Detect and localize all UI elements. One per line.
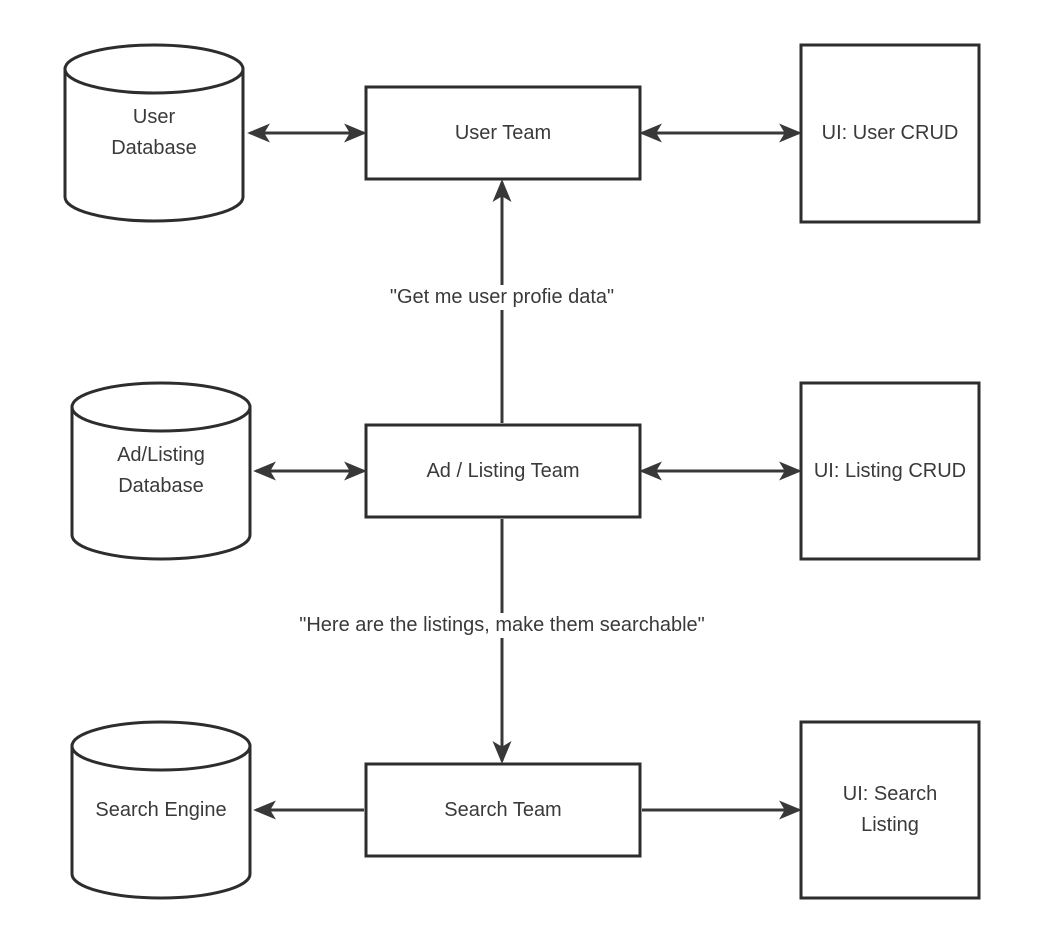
- ad-listing-database-node: [70, 381, 252, 561]
- edge-label-listings-searchable-text: "Here are the listings, make them search…: [292, 612, 712, 638]
- user-database-cylinder-body: [63, 67, 245, 223]
- search-team-label: Search Team: [444, 798, 562, 821]
- search-engine-cylinder-body: [70, 744, 252, 900]
- ui-user-crud-label: UI: User CRUD: [821, 122, 959, 144]
- ui-search-listing-label: UI: Search Listing: [842, 783, 938, 836]
- user-database-node: [63, 43, 245, 223]
- ad-listing-database-cylinder-top: [70, 381, 252, 433]
- user-database-cylinder-top: [63, 43, 245, 95]
- search-team-node: [364, 762, 642, 858]
- user-database-label: User Database: [111, 106, 197, 159]
- ad-listing-database-label: Ad/Listing Database: [117, 444, 205, 497]
- ui-search-listing-node: [799, 720, 981, 900]
- edge-label-listings-searchable: "Here are the listings, make them search…: [202, 608, 802, 642]
- ui-user-crud-node: [799, 43, 981, 224]
- ad-listing-database-cylinder-body: [70, 405, 252, 561]
- search-engine-node: [70, 720, 252, 900]
- user-team-label: User Team: [454, 121, 552, 144]
- edge-label-get-user-profile-text: "Get me user profie data": [382, 284, 622, 310]
- search-engine-label: Search Engine: [95, 798, 227, 821]
- search-engine-cylinder-top: [70, 720, 252, 772]
- edge-label-get-user-profile: "Get me user profie data": [252, 280, 752, 314]
- ui-listing-crud-node: [799, 381, 981, 561]
- ui-listing-crud-label: UI: Listing CRUD: [813, 459, 967, 482]
- ad-listing-team-label: Ad / Listing Team: [426, 459, 580, 482]
